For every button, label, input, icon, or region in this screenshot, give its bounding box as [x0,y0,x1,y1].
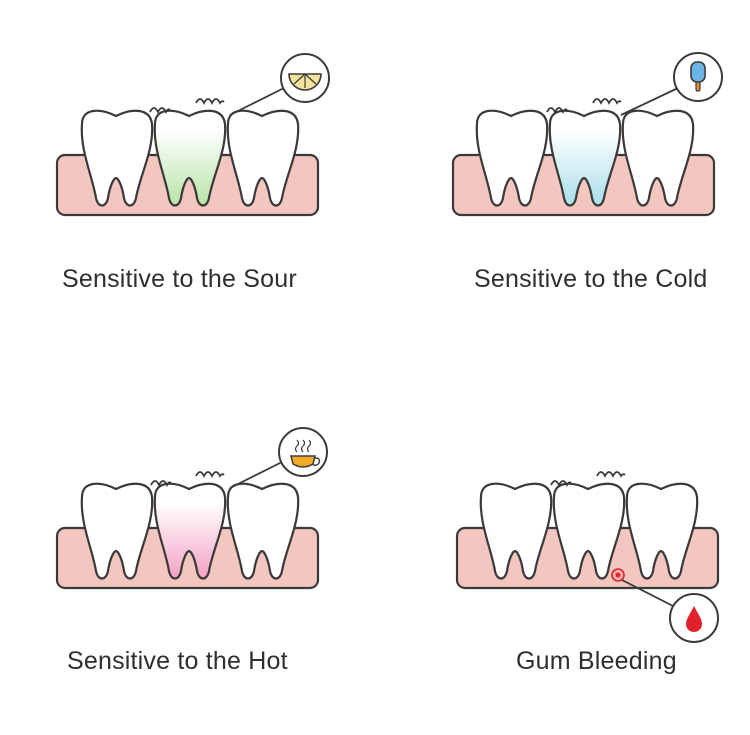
lemon-icon [280,53,330,103]
popsicle-icon [673,52,723,102]
hot-cup-icon [278,427,328,477]
caption-gum-bleeding: Gum Bleeding [516,647,677,675]
teeth-illustration-hot [55,427,328,590]
panel-hot: Sensitive to the Hot [0,370,375,690]
teeth-illustration-gum-bleeding [455,471,720,643]
panel-sour: Sensitive to the Sour [0,0,375,320]
caption-sour: Sensitive to the Sour [62,265,297,293]
teeth-illustration-sour [55,53,330,217]
caption-hot: Sensitive to the Hot [67,647,288,675]
teeth-illustration-cold [451,52,723,217]
blood-drop-icon [669,593,719,643]
panel-gum-bleeding: Gum Bleeding [375,370,750,690]
caption-cold: Sensitive to the Cold [474,265,708,293]
panel-cold: Sensitive to the Cold [375,0,750,320]
